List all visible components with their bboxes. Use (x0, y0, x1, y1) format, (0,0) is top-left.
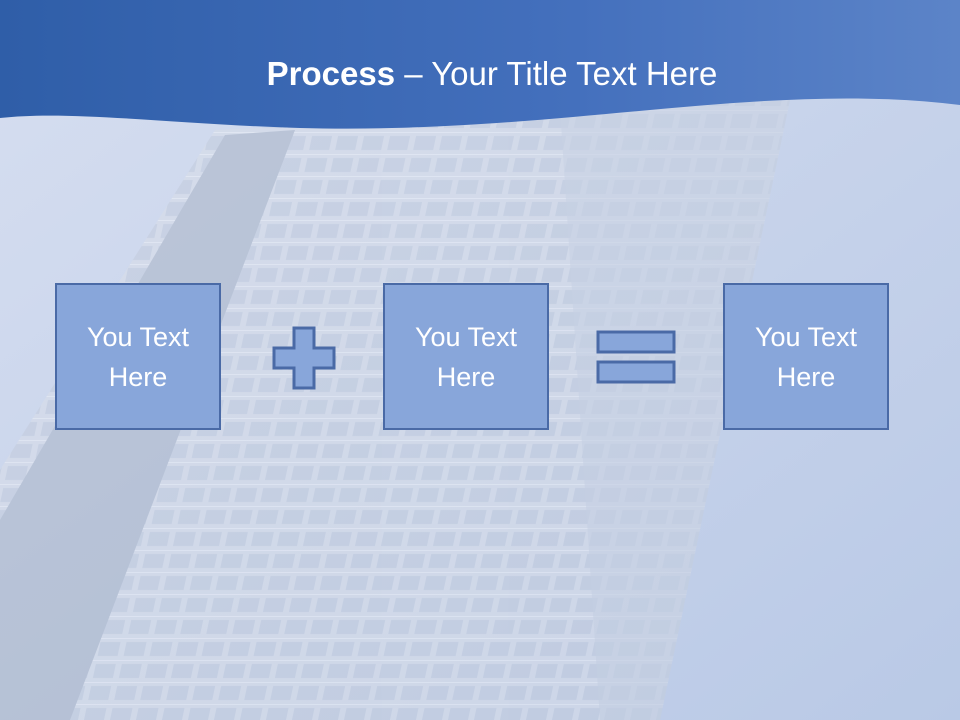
title-rest: – Your Title Text Here (395, 55, 718, 92)
box-2-line-2: Here (436, 361, 496, 392)
equals-sign-icon (596, 330, 676, 384)
plus-sign-icon (272, 326, 336, 390)
box-3-line-1: You Text (754, 321, 858, 352)
process-box-2[interactable]: You Text Here (383, 283, 549, 430)
box-3-line-2: Here (776, 361, 836, 392)
box-1-line-1: You Text (86, 321, 190, 352)
process-box-1[interactable]: You Text Here (55, 283, 221, 430)
box-1-line-2: Here (108, 361, 168, 392)
slide-title: Process – Your Title Text Here (0, 52, 960, 96)
process-box-3[interactable]: You Text Here (723, 283, 889, 430)
title-bold: Process (266, 55, 396, 92)
header-banner (0, 0, 960, 129)
box-2-line-1: You Text (414, 321, 518, 352)
